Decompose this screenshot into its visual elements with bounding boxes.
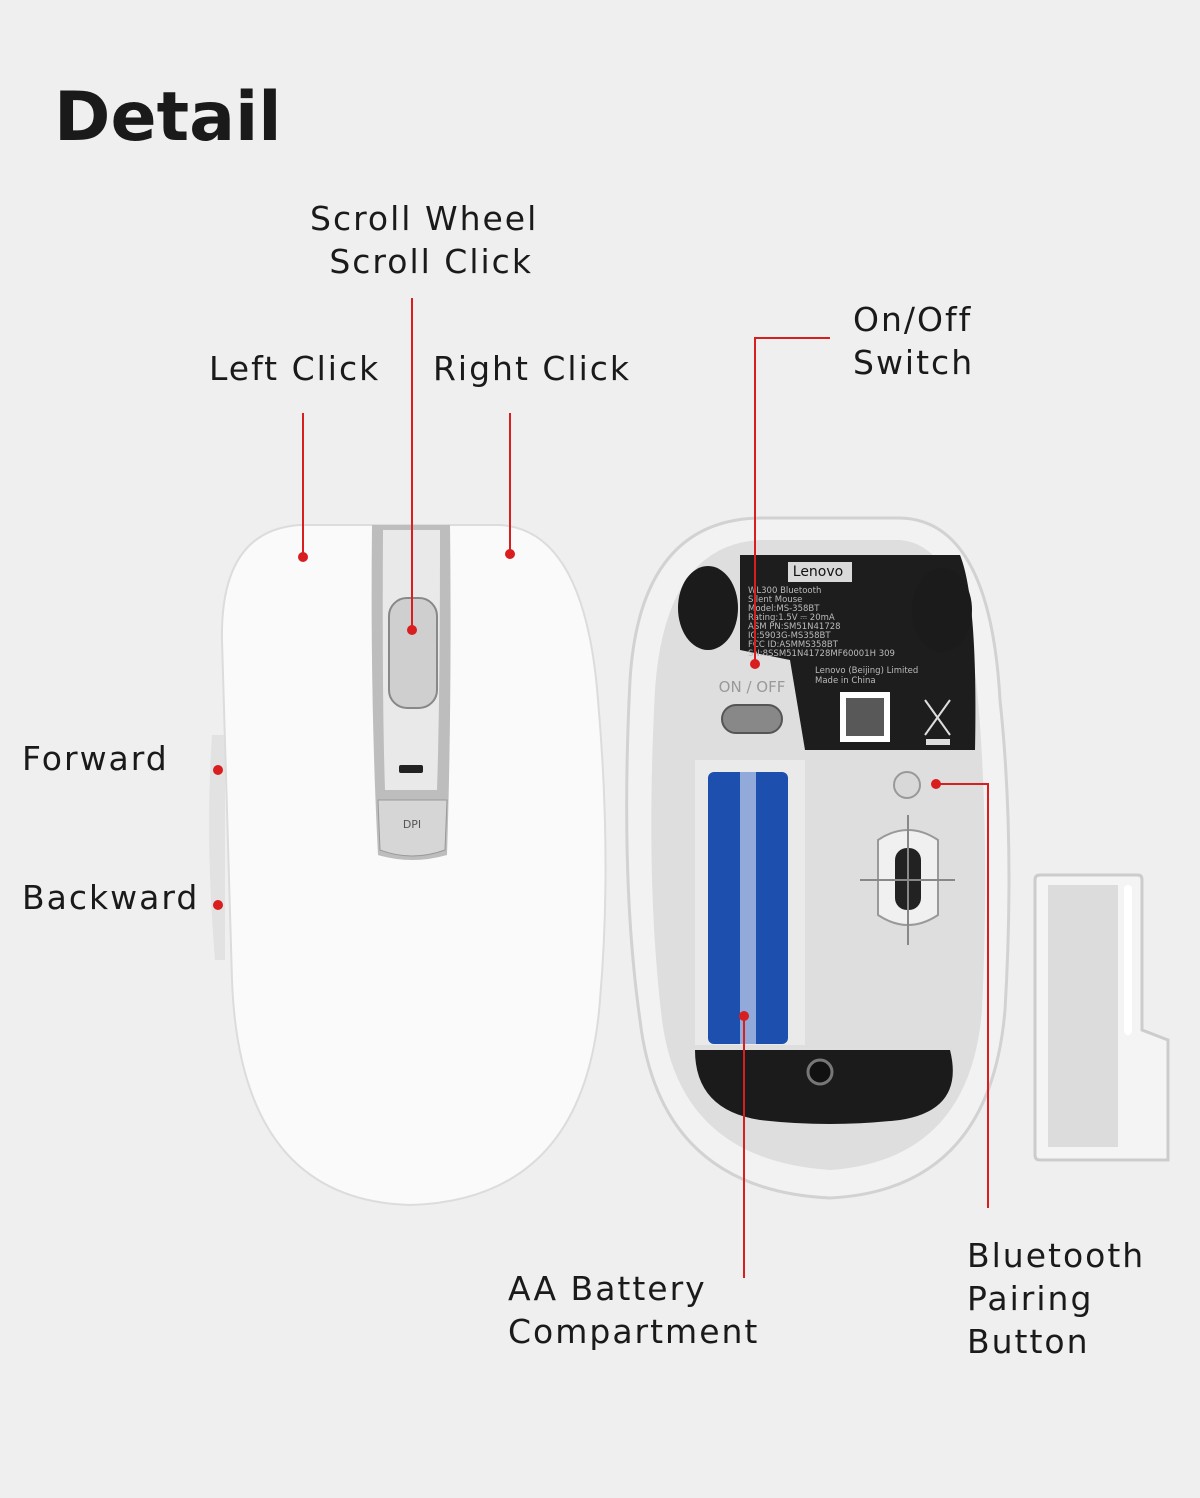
dpi-text: DPI — [403, 818, 421, 831]
label-left-click: Left Click — [209, 349, 381, 388]
callout-dots — [213, 549, 941, 1021]
spec-line: Silent Mouse — [748, 595, 802, 605]
callout-lines — [302, 298, 989, 1278]
battery-cover — [1033, 873, 1170, 1162]
page-title: Detail — [54, 78, 282, 157]
spec-line: FCC ID:ASMMS358BT — [748, 640, 839, 650]
spec-line: Rating:1.5V ⎓ 20mA — [748, 613, 835, 623]
maker-line: Made in China — [815, 676, 876, 686]
brand-text: Lenovo — [793, 564, 843, 580]
spec-line: WL300 Bluetooth — [748, 586, 821, 596]
mouse-top-view — [209, 524, 607, 1207]
mouse-bottom-view — [625, 516, 1011, 1200]
weee-bin-icon — [924, 699, 951, 745]
maker-line: Lenovo (Beijing) Limited — [815, 666, 918, 676]
spec-line: SN:8SSM51N41728MF60001H 309 — [748, 649, 895, 659]
switch-text: ON / OFF — [719, 678, 786, 696]
spec-line: IC:5903G-MS358BT — [748, 631, 831, 641]
spec-line: ASM PN:SM51N41728 — [748, 622, 841, 632]
label-forward: Forward — [22, 739, 169, 778]
spec-line: Model:MS-358BT — [748, 604, 820, 614]
label-backward: Backward — [22, 878, 200, 917]
label-right-click: Right Click — [433, 349, 632, 388]
